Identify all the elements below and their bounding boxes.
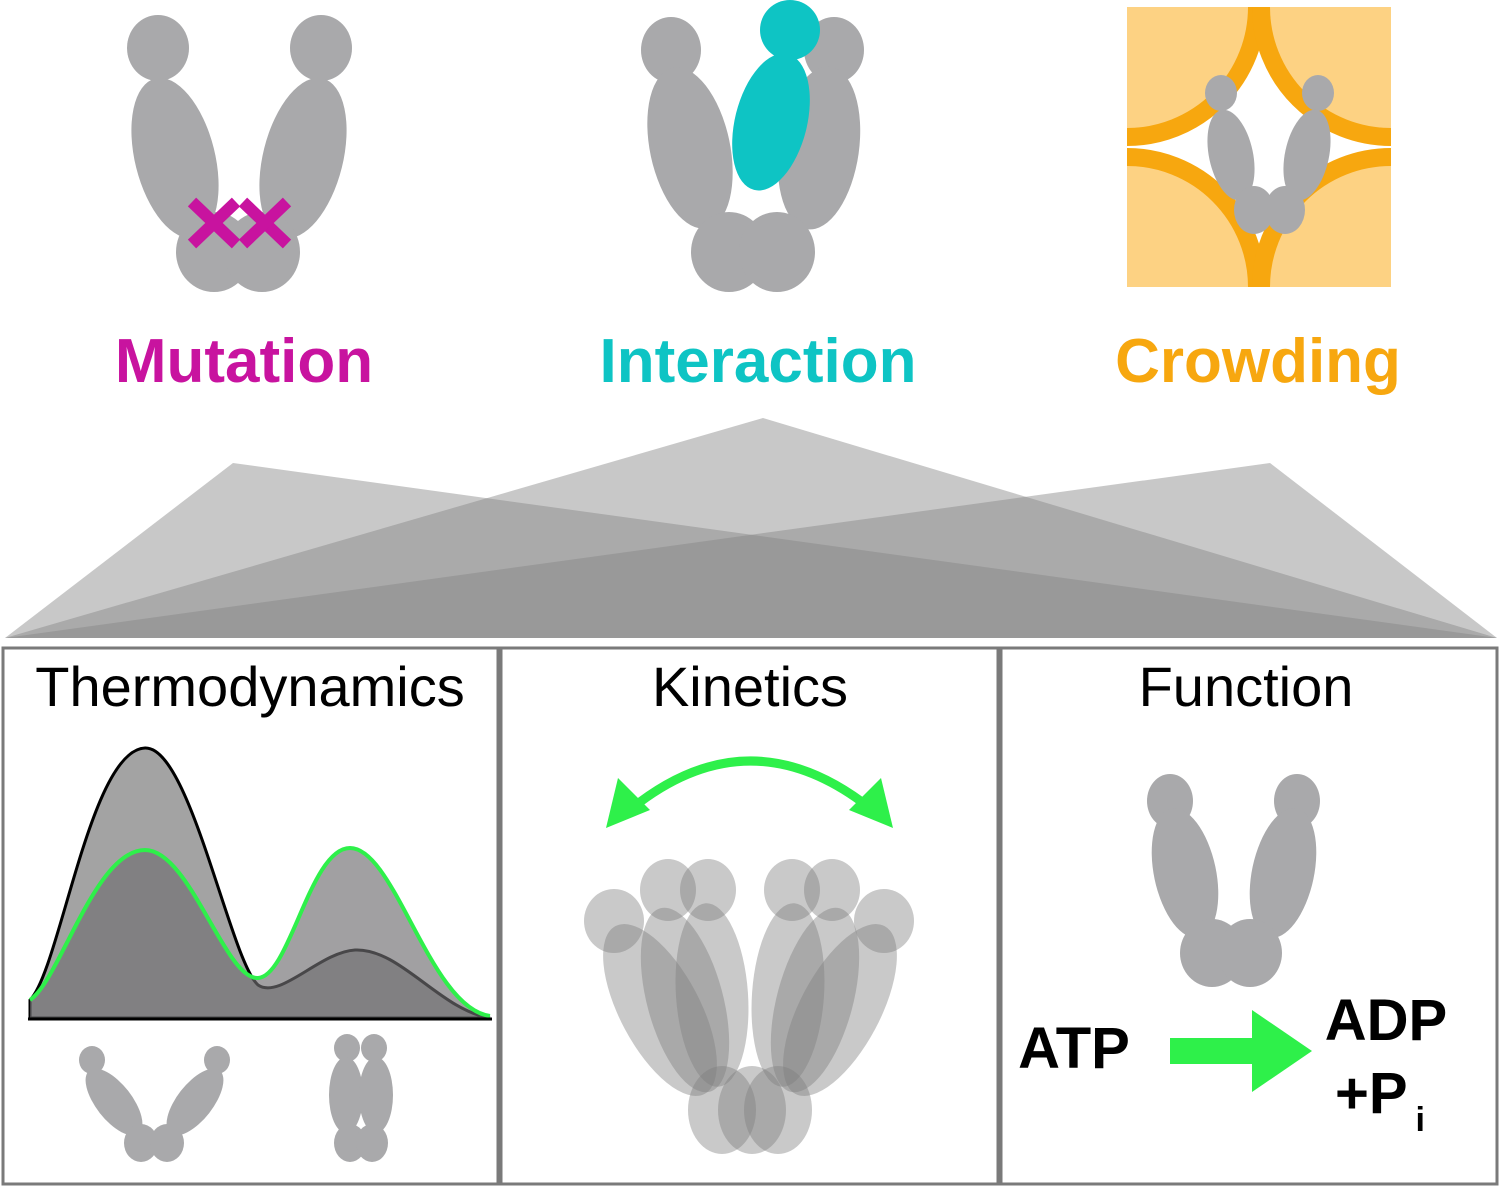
function-title: Function <box>1139 655 1354 718</box>
panel-frames <box>1 646 1499 1186</box>
crowding-heading: Crowding <box>1115 327 1401 396</box>
closed-state-protein-icon <box>329 1034 393 1162</box>
wedge-interaction <box>5 418 1497 638</box>
mutation-heading: Mutation <box>115 327 373 396</box>
right-arrow-icon <box>1170 1010 1312 1092</box>
phosphate-main: +P <box>1335 1061 1408 1126</box>
landscape-wildtype-fill <box>30 848 490 1018</box>
double-arrow-icon <box>606 756 893 828</box>
phosphate-subscript: i <box>1416 1101 1425 1139</box>
thermodynamics-title: Thermodynamics <box>35 655 464 718</box>
crowding-box-icon <box>1127 7 1391 287</box>
kinetics-title: Kinetics <box>652 655 848 718</box>
mutation-protein-icon <box>127 15 352 292</box>
converging-wedges <box>5 418 1497 638</box>
x-marks-icon <box>187 197 292 249</box>
function-protein-icon <box>1147 774 1320 987</box>
crowded-protein-icon <box>1205 75 1334 234</box>
energy-landscape <box>28 746 492 1021</box>
wedge-crowding <box>5 463 1497 638</box>
atp-label: ATP <box>1018 1016 1130 1081</box>
binding-partner-icon <box>732 0 820 191</box>
adp-label: ADP <box>1325 988 1447 1053</box>
wedge-mutation <box>5 463 1497 638</box>
conformational-ensemble-icon <box>584 859 914 1154</box>
open-state-protein-icon <box>79 1046 230 1162</box>
interaction-heading: Interaction <box>600 327 917 396</box>
landscape-wildtype-curve <box>28 845 491 1018</box>
